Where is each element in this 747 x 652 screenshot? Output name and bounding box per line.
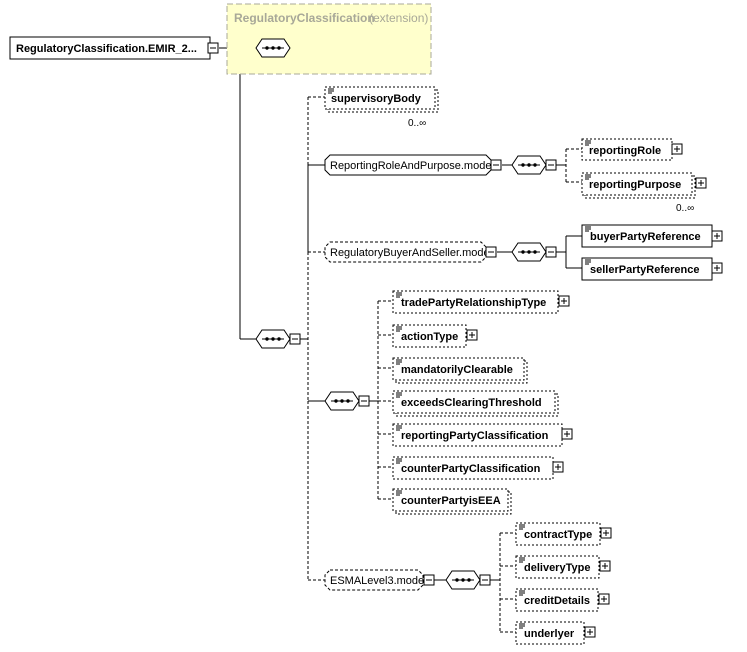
- element-reporting-role[interactable]: reportingRole: [581, 138, 673, 161]
- sequence-main-collapse-icon[interactable]: [289, 333, 301, 345]
- expand-icon[interactable]: [466, 329, 478, 341]
- element-label: contractType: [524, 529, 592, 541]
- root-element-label: RegulatoryClassification.EMIR_2...: [16, 43, 197, 55]
- compositor-collapse-icon[interactable]: [545, 246, 557, 258]
- element-label: supervisoryBody: [331, 93, 422, 105]
- group-esma-level3[interactable]: ESMALevel3.model: [324, 569, 427, 591]
- group-label: RegulatoryBuyerAndSeller.model: [330, 247, 492, 259]
- group-label: ReportingRoleAndPurpose.model: [330, 160, 494, 172]
- element-mandatorily-clearable[interactable]: mandatorilyClearable: [392, 357, 528, 384]
- expand-icon[interactable]: [600, 527, 612, 539]
- extension-box: RegulatoryClassification (extension): [226, 3, 432, 75]
- doc-icon: [585, 140, 591, 146]
- element-label: tradePartyRelationshipType: [401, 297, 546, 309]
- expand-icon[interactable]: [558, 295, 570, 307]
- root-collapse-icon[interactable]: [207, 42, 219, 54]
- compositor-collapse-icon[interactable]: [545, 159, 557, 171]
- doc-icon: [585, 174, 591, 180]
- extension-name: RegulatoryClassification: [234, 11, 375, 25]
- expand-icon[interactable]: [552, 461, 564, 473]
- element-label: buyerPartyReference: [590, 231, 701, 243]
- element-label: actionType: [401, 331, 458, 343]
- group-reporting-role-purpose[interactable]: ReportingRoleAndPurpose.model: [324, 154, 494, 176]
- doc-icon: [585, 226, 591, 232]
- element-label: exceedsClearingThreshold: [401, 397, 542, 409]
- element-label: reportingPartyClassification: [401, 430, 549, 442]
- doc-icon: [396, 425, 402, 431]
- compositor-collapse-icon[interactable]: [479, 574, 491, 586]
- cardinality-label: 0..∞: [676, 203, 694, 214]
- doc-icon: [396, 359, 402, 365]
- expand-icon[interactable]: [598, 593, 610, 605]
- choice-compositor-reporting[interactable]: [511, 155, 547, 175]
- element-label: reportingRole: [589, 145, 661, 157]
- doc-icon: [519, 590, 525, 596]
- doc-icon: [396, 458, 402, 464]
- doc-icon: [328, 88, 334, 94]
- element-delivery-type[interactable]: deliveryType: [515, 555, 600, 579]
- sequence-compositor-party[interactable]: [324, 391, 360, 411]
- element-reporting-purpose[interactable]: reportingPurpose: [581, 172, 696, 199]
- element-underlyer[interactable]: underlyer: [515, 621, 585, 645]
- element-credit-details[interactable]: creditDetails: [515, 588, 599, 612]
- element-contract-type[interactable]: contractType: [515, 522, 601, 546]
- doc-icon: [396, 292, 402, 298]
- element-label: counterPartyisEEA: [401, 495, 501, 507]
- element-reporting-party-classification[interactable]: reportingPartyClassification: [392, 423, 563, 447]
- element-action-type[interactable]: actionType: [392, 324, 467, 348]
- doc-icon: [519, 524, 525, 530]
- group-label: ESMALevel3.model: [330, 575, 427, 587]
- group-collapse-icon[interactable]: [423, 574, 435, 586]
- expand-icon[interactable]: [671, 143, 683, 155]
- element-exceeds-clearing-threshold[interactable]: exceedsClearingThreshold: [392, 390, 559, 417]
- element-supervisory-body[interactable]: supervisoryBody: [324, 86, 439, 113]
- sequence-compositor-esma[interactable]: [445, 570, 481, 590]
- element-counter-party-classification[interactable]: counterPartyClassification: [392, 456, 554, 480]
- element-label: sellerPartyReference: [590, 264, 699, 276]
- element-trade-party-relationship-type[interactable]: tradePartyRelationshipType: [392, 290, 559, 314]
- expand-icon[interactable]: [561, 428, 573, 440]
- element-label: deliveryType: [524, 562, 590, 574]
- element-counter-party-is-eea[interactable]: counterPartyisEEA: [392, 488, 512, 515]
- expand-icon[interactable]: [584, 626, 596, 638]
- element-label: creditDetails: [524, 595, 590, 607]
- expand-icon[interactable]: [695, 177, 707, 189]
- element-buyer-party-reference[interactable]: buyerPartyReference: [581, 224, 713, 248]
- doc-icon: [396, 392, 402, 398]
- doc-icon: [396, 490, 402, 496]
- doc-icon: [519, 623, 525, 629]
- sequence-compositor-top[interactable]: [255, 38, 291, 58]
- group-collapse-icon[interactable]: [485, 246, 497, 258]
- sequence-compositor-main[interactable]: [255, 329, 291, 349]
- doc-icon: [396, 326, 402, 332]
- element-label: counterPartyClassification: [401, 463, 541, 475]
- cardinality-label: 0..∞: [408, 118, 426, 129]
- element-label: mandatorilyClearable: [401, 364, 513, 376]
- expand-icon[interactable]: [599, 560, 611, 572]
- element-seller-party-reference[interactable]: sellerPartyReference: [581, 257, 713, 281]
- connectors: [219, 47, 582, 633]
- expand-icon[interactable]: [711, 262, 723, 274]
- compositor-collapse-icon[interactable]: [358, 395, 370, 407]
- extension-suffix: (extension): [369, 11, 428, 25]
- root-element[interactable]: RegulatoryClassification.EMIR_2...: [9, 36, 211, 60]
- group-collapse-icon[interactable]: [490, 159, 502, 171]
- doc-icon: [585, 259, 591, 265]
- doc-icon: [519, 557, 525, 563]
- element-label: underlyer: [524, 628, 575, 640]
- expand-icon[interactable]: [711, 230, 723, 242]
- sequence-compositor-buyer-seller[interactable]: [511, 242, 547, 262]
- group-buyer-and-seller[interactable]: RegulatoryBuyerAndSeller.model: [324, 241, 492, 263]
- element-label: reportingPurpose: [589, 179, 681, 191]
